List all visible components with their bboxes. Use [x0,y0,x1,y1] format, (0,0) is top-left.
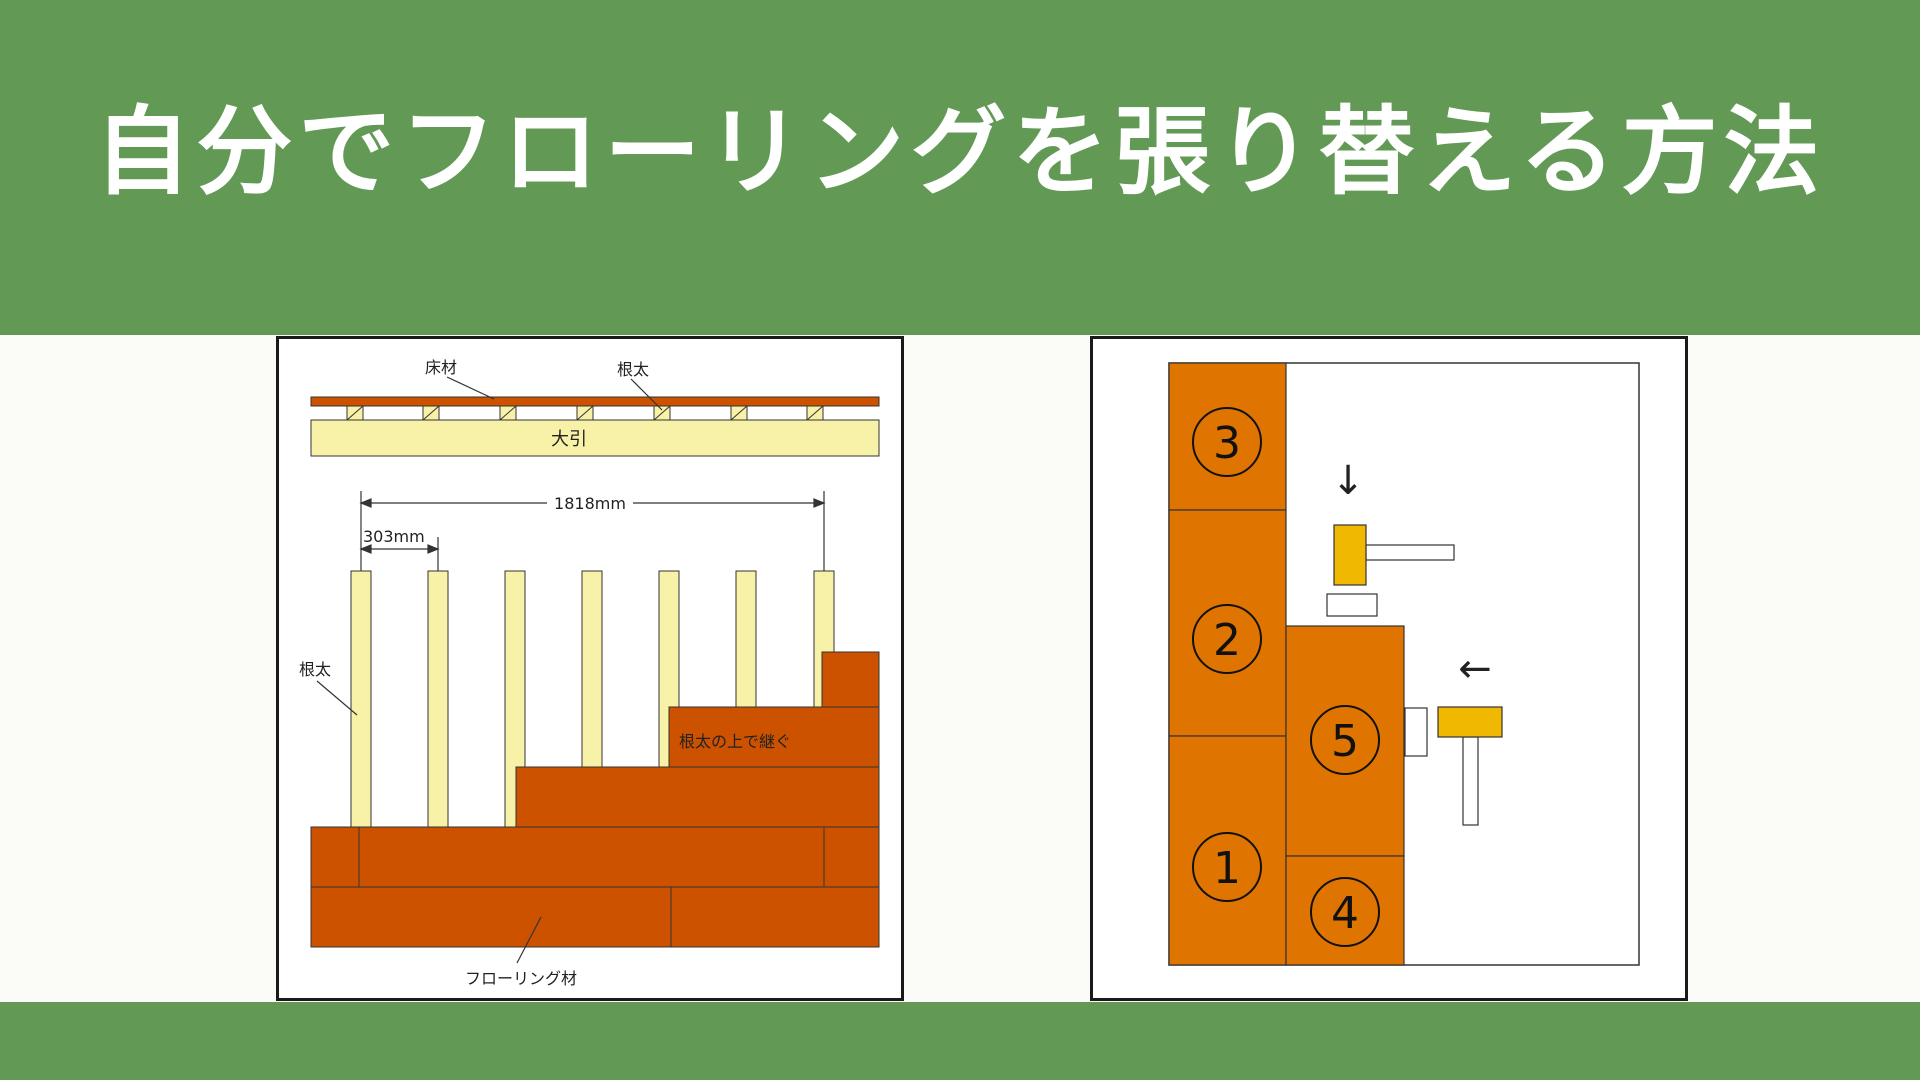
installation-order-diagram: 3 2 1 5 4 ↓ ← [1090,336,1688,1001]
joist-label-top: 根太 [617,360,649,379]
board-1-number: 1 [1213,843,1241,894]
board-5-number: 5 [1331,716,1359,767]
tapping-block-top [1326,593,1378,617]
dimension-total-label: 1818mm [554,494,626,513]
board-1 [1168,735,1287,966]
board-2 [1168,509,1287,737]
hammer-handle-side [1462,736,1479,826]
board-2-number: 2 [1213,615,1241,666]
dimension-spacing-label: 303mm [363,527,425,546]
hammer-head-side-icon [1437,706,1503,738]
page-title: 自分でフローリングを張り替える方法 [94,96,1826,208]
board-4-number: 4 [1331,888,1359,939]
header-band [0,0,1920,335]
board-5 [1285,625,1405,857]
hammer-head-top-icon [1333,524,1367,586]
tapping-block-side [1404,707,1428,757]
sill-beam [310,419,880,457]
joist-label-side: 根太 [299,660,331,679]
floor-board-strip [310,396,880,407]
floor-material-label: 床材 [425,358,457,377]
flooring-label: フローリング材 [465,969,577,988]
floor-structure-diagram: 大引 床材 根太 1818mm 303mm [276,336,904,1001]
hammer-handle-top [1365,544,1455,561]
arrow-left-icon: ← [1458,646,1492,692]
arrow-down-icon: ↓ [1331,458,1365,504]
flooring-boards [310,651,880,948]
joint-label: 根太の上で継ぐ [679,732,791,751]
sill-label: 大引 [551,429,587,450]
board-3-number: 3 [1213,418,1241,469]
footer-band [0,1002,1920,1080]
